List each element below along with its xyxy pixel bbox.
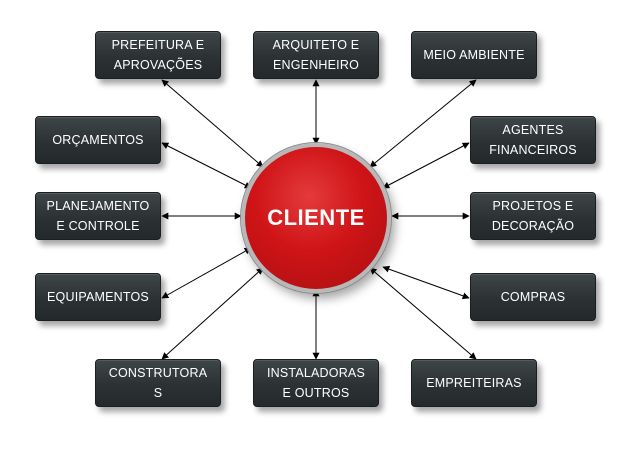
connector-arrow-prefeitura bbox=[161, 79, 264, 168]
node-equipamentos: EQUIPAMENTOS bbox=[35, 273, 161, 321]
node-instaladoras: INSTALADORAS E OUTROS bbox=[253, 359, 379, 407]
node-arquiteto: ARQUITETO E ENGENHEIRO bbox=[253, 31, 379, 79]
connector-arrow-construtoras bbox=[161, 267, 264, 360]
connector-arrow-agentes bbox=[382, 142, 470, 189]
node-compras: COMPRAS bbox=[470, 273, 596, 321]
node-label-line: AGENTES bbox=[502, 123, 564, 137]
node-meio-ambiente: MEIO AMBIENTE bbox=[411, 31, 537, 79]
node-label-line: PROJETOS E bbox=[492, 199, 574, 213]
node-orcamentos: ORÇAMENTOS bbox=[35, 116, 161, 164]
node-label-line: EQUIPAMENTOS bbox=[47, 290, 149, 304]
node-label-line: MEIO AMBIENTE bbox=[423, 48, 525, 62]
node-label-line: E CONTROLE bbox=[56, 219, 140, 233]
node-label-line: INSTALADORAS bbox=[266, 366, 366, 380]
node-agentes: AGENTES FINANCEIROS bbox=[470, 116, 596, 164]
node-label-line: DECORAÇÃO bbox=[491, 219, 575, 233]
connector-arrow-meio-ambiente bbox=[369, 79, 477, 168]
node-prefeitura: PREFEITURA E APROVAÇÕES bbox=[95, 31, 221, 79]
node-label-line: APROVAÇÕES bbox=[113, 58, 203, 72]
node-label-line: CONSTRUTORA bbox=[108, 366, 208, 380]
node-projetos: PROJETOS E DECORAÇÃO bbox=[470, 192, 596, 240]
node-label-line: EMPREITEIRAS bbox=[426, 376, 522, 390]
node-label-line: COMPRAS bbox=[500, 290, 566, 304]
center-node-cliente: CLIENTE bbox=[241, 143, 391, 293]
node-label-line: ORÇAMENTOS bbox=[52, 133, 144, 147]
connector-arrow-orcamentos bbox=[161, 142, 252, 189]
center-node-label: CLIENTE bbox=[267, 205, 365, 230]
node-label-line: E OUTROS bbox=[282, 386, 350, 400]
node-label-line: PREFEITURA E bbox=[111, 38, 205, 52]
node-label-line: ENGENHEIRO bbox=[272, 58, 360, 72]
node-label-line: PLANEJAMENTO bbox=[46, 199, 150, 213]
connector-arrow-empreiteiras bbox=[369, 267, 477, 360]
node-planejamento: PLANEJAMENTO E CONTROLE bbox=[35, 192, 161, 240]
node-construtoras: CONSTRUTORA S bbox=[95, 359, 221, 407]
node-empreiteiras: EMPREITEIRAS bbox=[411, 359, 537, 407]
node-label-line: FINANCEIROS bbox=[489, 143, 577, 157]
node-label-line: S bbox=[153, 386, 163, 400]
connector-arrow-compras bbox=[382, 265, 470, 300]
node-label-line: ARQUITETO E bbox=[272, 38, 360, 52]
